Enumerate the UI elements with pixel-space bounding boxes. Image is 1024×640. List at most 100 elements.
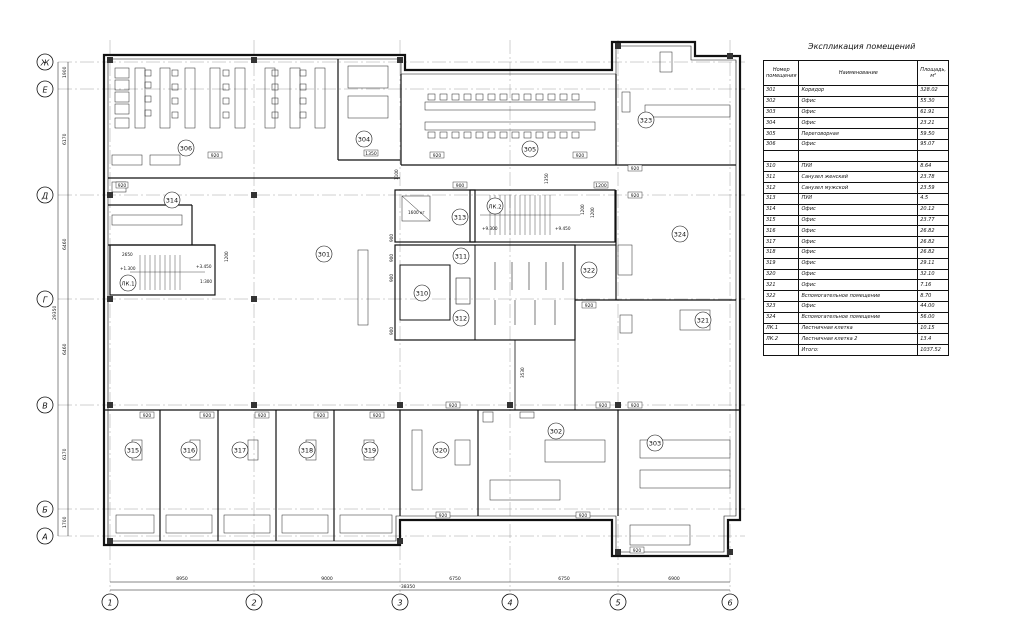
room-324: 324 xyxy=(671,225,689,243)
axis-label: А xyxy=(41,533,47,542)
label: 900 xyxy=(389,234,394,242)
svg-text:317: 317 xyxy=(234,447,246,455)
axis-label: Г xyxy=(43,296,48,305)
room-319: 319 xyxy=(361,441,379,459)
svg-text:320: 320 xyxy=(435,447,447,455)
axis-label: 5 xyxy=(615,599,620,608)
svg-text:1350: 1350 xyxy=(365,151,377,157)
label: 1200 xyxy=(590,207,595,218)
left-dimensions: 1900 6170 6460 6460 6170 1700 29350 xyxy=(52,62,69,536)
cell-room-number: ЛК.1 xyxy=(762,322,800,335)
dim-label: 9000 xyxy=(321,576,333,582)
cell-area: 56.00 xyxy=(917,311,949,324)
label: 2650 xyxy=(122,252,133,257)
axis-label: 1 xyxy=(107,599,112,608)
axis-label: Ж xyxy=(40,59,50,68)
axis-label: Е xyxy=(42,86,48,95)
label: 900 xyxy=(389,327,394,335)
label: 1200 xyxy=(580,204,585,215)
explication-table: Номер помещения Наименование Площадь, м²… xyxy=(762,60,949,356)
axis-marker-row-d: Д xyxy=(36,186,54,204)
cell-room-number: 313 xyxy=(762,192,800,205)
door-tag: 920 xyxy=(369,411,385,419)
axis-marker-row-a: А xyxy=(36,527,54,545)
cell-area: 95.07 xyxy=(917,138,949,151)
cell-room-name: Офис xyxy=(798,117,919,130)
dim-label: 6460 xyxy=(62,238,68,250)
door-tags: 920 920 1350 920 920 920 920 900 1200 92… xyxy=(115,149,645,554)
cell-area: 8.70 xyxy=(917,290,949,302)
cell-room-number xyxy=(762,149,800,162)
svg-text:1200: 1200 xyxy=(595,183,607,189)
svg-text:306: 306 xyxy=(180,145,192,153)
cell-room-name: Вспомогательное помещение xyxy=(798,290,919,302)
axis-label: 3 xyxy=(397,599,402,608)
svg-text:318: 318 xyxy=(301,447,313,455)
dim-label: 1700 xyxy=(62,516,68,528)
svg-text:900: 900 xyxy=(456,183,465,189)
dim-label: 6750 xyxy=(558,576,570,582)
cell-room-number: 322 xyxy=(762,290,800,302)
dim-label: 6460 xyxy=(62,343,68,355)
room-305: 305 xyxy=(521,140,539,158)
cell-area: 26.82 xyxy=(917,225,949,238)
svg-text:302: 302 xyxy=(550,428,562,436)
room-322: 322 xyxy=(580,261,598,279)
cell-room-number: 303 xyxy=(762,106,800,119)
cell-room-number: 323 xyxy=(762,300,800,313)
cell-room-number: 310 xyxy=(762,160,800,173)
cell-area: 4.5 xyxy=(917,192,949,205)
room-301: 301 xyxy=(315,245,333,263)
dim-label: 6750 xyxy=(449,576,461,582)
cell-room-name: ПУИ xyxy=(798,192,919,205)
door-tag: 920 xyxy=(139,411,155,419)
room-304: 304 xyxy=(355,130,373,148)
room-315: 315 xyxy=(124,441,142,459)
label: 900 xyxy=(389,254,394,262)
cell-area: 23.78 xyxy=(917,171,949,184)
level-mark: +3.450 xyxy=(196,264,212,269)
svg-text:920: 920 xyxy=(599,403,608,409)
svg-text:311: 311 xyxy=(455,253,467,261)
cell-room-name: Переговорная xyxy=(798,128,919,140)
axis-label: 4 xyxy=(507,599,512,608)
cell-room-number: 321 xyxy=(762,279,800,292)
table-header-row: Номер помещения Наименование Площадь, м² xyxy=(762,60,949,86)
misc-annotations: +1.300 +3.450 +9.300 +9.450 1:300 2650 1… xyxy=(120,169,595,378)
cell-area: 13.4 xyxy=(917,333,949,346)
svg-text:303: 303 xyxy=(649,440,661,448)
cell-room-number: 318 xyxy=(762,246,800,259)
cell-room-number: 314 xyxy=(762,203,800,216)
cell-area: 23.21 xyxy=(917,117,949,130)
cell-room-number: 312 xyxy=(762,182,800,194)
cell-room-name: Офис xyxy=(798,257,919,270)
door-tag: 920 xyxy=(207,151,223,159)
axis-marker-col-1: 1 xyxy=(101,593,119,611)
cell-area: 61.91 xyxy=(917,106,949,119)
cell-area: 20.12 xyxy=(917,203,949,216)
cell-area: 26.82 xyxy=(917,236,949,248)
header-area: Площадь, м² xyxy=(917,60,949,86)
svg-text:319: 319 xyxy=(364,447,376,455)
room-312: 312 xyxy=(452,309,470,327)
header-name: Наименование xyxy=(798,60,919,86)
svg-text:920: 920 xyxy=(585,303,594,309)
svg-text:301: 301 xyxy=(318,251,330,259)
svg-text:920: 920 xyxy=(203,413,212,419)
cell-room-name: Офис xyxy=(798,225,919,238)
svg-text:920: 920 xyxy=(211,153,220,159)
cell-area: 23.77 xyxy=(917,214,949,227)
svg-text:310: 310 xyxy=(416,290,428,298)
axis-marker-row-zh: Ж xyxy=(36,53,54,71)
cell-room-name: Офис xyxy=(798,214,919,227)
room-lk1: ЛК.1 xyxy=(119,274,137,292)
axis-marker-col-5: 5 xyxy=(609,593,627,611)
cell-room-number: 304 xyxy=(762,117,800,130)
